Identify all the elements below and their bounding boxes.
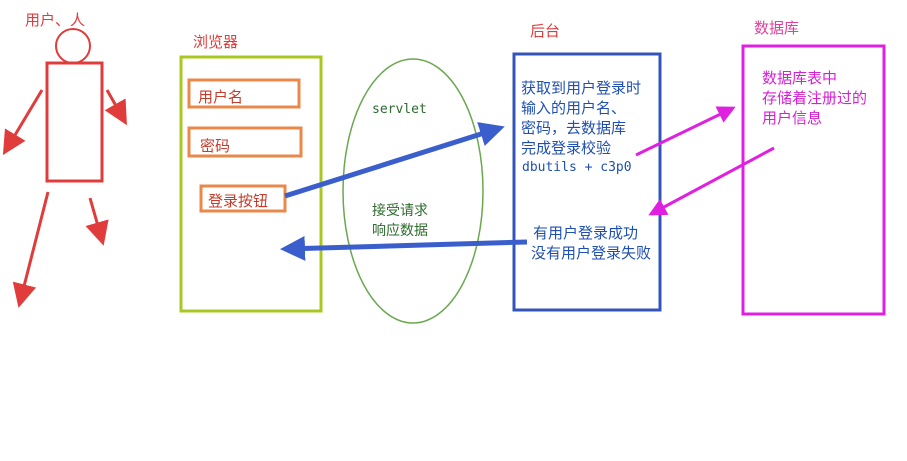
user-left-leg bbox=[12, 191, 50, 308]
backend-line2: 输入的用户名、 bbox=[521, 99, 627, 117]
query-arrow bbox=[635, 106, 736, 157]
password-field-label: 密码 bbox=[200, 137, 231, 155]
backend-line4: 完成登录校验 bbox=[521, 139, 612, 157]
servlet-ellipse bbox=[342, 58, 484, 324]
servlet-name: servlet bbox=[372, 102, 427, 117]
database-line1: 数据库表中 bbox=[762, 69, 838, 87]
db-result-arrow bbox=[648, 146, 775, 216]
username-field-label: 用户名 bbox=[198, 88, 244, 106]
servlet-desc-line2: 响应数据 bbox=[372, 223, 428, 239]
backend-result-line1: 有用户登录成功 bbox=[533, 224, 639, 242]
database-line3: 用户信息 bbox=[762, 109, 823, 127]
servlet-desc-line1: 接受请求 bbox=[372, 203, 428, 219]
username-field-box bbox=[187, 78, 301, 109]
backend-result-line2: 没有用户登录失败 bbox=[531, 244, 652, 262]
database-title: 数据库 bbox=[754, 19, 800, 37]
user-right-leg bbox=[85, 197, 109, 246]
user-left-arm bbox=[2, 89, 44, 156]
password-field-box bbox=[187, 126, 303, 158]
user-head bbox=[55, 28, 91, 64]
backend-title: 后台 bbox=[530, 22, 561, 40]
user-right-arm bbox=[104, 89, 127, 126]
user-body bbox=[45, 61, 104, 183]
browser-title: 浏览器 bbox=[193, 33, 239, 51]
user-figure bbox=[2, 28, 127, 308]
backend-tech: dbutils + c3p0 bbox=[522, 160, 632, 175]
backend-line3: 密码，去数据库 bbox=[521, 119, 627, 137]
database-box bbox=[741, 44, 886, 316]
backend-box bbox=[512, 52, 662, 312]
response-arrow bbox=[280, 235, 528, 261]
user-label: 用户、人 bbox=[25, 11, 86, 29]
login-button-box bbox=[199, 184, 287, 213]
backend-line1: 获取到用户登录时 bbox=[521, 79, 642, 97]
login-button-label: 登录按钮 bbox=[208, 192, 269, 210]
request-arrow bbox=[284, 122, 505, 199]
database-line2: 存储着注册过的 bbox=[762, 89, 868, 107]
